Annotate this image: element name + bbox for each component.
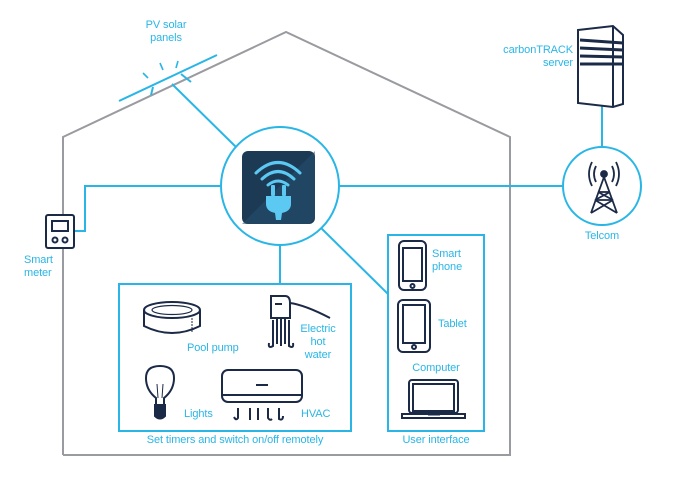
- smartphone-label-line2: phone: [432, 261, 463, 273]
- appliances-caption: Set timers and switch on/off remotely: [146, 434, 324, 446]
- link-meter-hub: [74, 185, 220, 232]
- link-hub-ui: [317, 224, 389, 295]
- electric-hot-water-label: Electric hot water: [292, 323, 344, 362]
- pv-solar-label-line2: panels: [150, 32, 182, 44]
- solar-panel-icon: [118, 54, 218, 102]
- server-label: carbonTRACK server: [483, 44, 573, 70]
- connection-lines: [74, 83, 603, 295]
- tablet-icon: [397, 299, 431, 353]
- user-interface-box: [387, 234, 485, 432]
- electric-hot-water-label-line3: water: [304, 349, 332, 361]
- telcom-node: [562, 146, 642, 226]
- user-interface-caption: User interface: [402, 434, 470, 446]
- electric-hot-water-label-line2: hot: [310, 336, 326, 348]
- electric-hot-water-label-line1: Electric: [300, 323, 336, 335]
- smart-meter-label-line1: Smart: [24, 254, 53, 266]
- smartphone-icon: [398, 240, 427, 291]
- hub-icon: [220, 126, 340, 246]
- smart-meter-label-line2: meter: [24, 267, 52, 279]
- server-label-line2: server: [543, 57, 573, 69]
- air-conditioner-icon: [221, 369, 303, 421]
- smartphone-label-line1: Smart: [432, 248, 461, 260]
- radio-tower-icon: [588, 161, 620, 214]
- server-label-line1: carbonTRACK: [503, 44, 573, 56]
- house-outline: [62, 30, 511, 456]
- telcom-label: Telcom: [584, 230, 620, 242]
- smartphone-label: Smart phone: [432, 248, 462, 274]
- hvac-label: HVAC: [301, 408, 331, 420]
- tablet-label: Tablet: [438, 318, 467, 330]
- smart-meter-label: Smart meter: [24, 254, 64, 280]
- wifi-plug-icon: [254, 161, 302, 187]
- link-solar-hub: [171, 83, 237, 148]
- pool-pump-label: Pool pump: [187, 342, 239, 354]
- pool-pump-icon: [143, 301, 201, 334]
- water-heater-icon: [267, 295, 331, 348]
- pv-solar-label: PV solar panels: [136, 19, 196, 45]
- meter-icon: [45, 214, 75, 249]
- laptop-icon: [401, 379, 466, 419]
- lights-label: Lights: [184, 408, 213, 420]
- appliances-box: [118, 283, 352, 432]
- light-bulb-icon: [144, 364, 176, 420]
- pv-solar-label-line1: PV solar: [145, 19, 187, 31]
- server-icon: [577, 24, 624, 109]
- computer-label: Computer: [412, 362, 460, 374]
